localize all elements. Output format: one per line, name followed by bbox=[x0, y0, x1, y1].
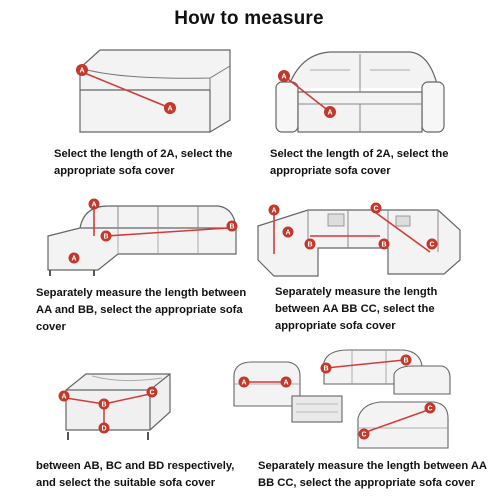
caption-loveseat: Select the length of 2A, select the appr… bbox=[270, 146, 448, 180]
marker-c-top: C bbox=[370, 202, 382, 214]
ottoman-illustration bbox=[65, 373, 171, 440]
caption-line: Separately measure the length between AA bbox=[258, 460, 487, 472]
marker-b-label: B bbox=[101, 402, 106, 409]
marker-b-right: B bbox=[226, 220, 238, 232]
marker-a-top-label: A bbox=[281, 74, 286, 81]
caption-line: between AA BB CC, select the bbox=[275, 303, 435, 315]
caption-ottoman: between AB, BC and BD respectively, and … bbox=[36, 458, 234, 492]
marker-c-bottom-label: C bbox=[429, 242, 434, 249]
caption-line: between AB, BC and BD respectively, bbox=[36, 460, 235, 472]
marker-c-bottom: C bbox=[426, 238, 438, 250]
caption-line: appropriate sofa cover bbox=[275, 320, 396, 332]
marker-a-label: A bbox=[61, 394, 66, 401]
marker-a-right: A bbox=[164, 102, 176, 114]
marker-c-label: C bbox=[149, 390, 154, 397]
marker-c: C bbox=[146, 386, 158, 398]
caption-line: BB CC, select the appropriate sofa cover bbox=[258, 477, 475, 489]
marker-a-bottom: A bbox=[282, 226, 294, 238]
caption-line: AA and BB, select the appropriate sofa bbox=[36, 304, 243, 316]
marker-a-right-label: A bbox=[167, 106, 172, 113]
marker-a-left: A bbox=[238, 376, 250, 388]
caption-line: Separately measure the length bbox=[275, 286, 438, 298]
caption-line: appropriate sofa cover bbox=[270, 165, 391, 177]
marker-c-top-label: C bbox=[373, 206, 378, 213]
marker-b: B bbox=[98, 398, 110, 410]
marker-b-right-label: B bbox=[229, 224, 234, 231]
marker-a-bottom: A bbox=[68, 252, 80, 264]
marker-a-left-label: A bbox=[79, 68, 84, 75]
marker-a-right: A bbox=[280, 376, 292, 388]
marker-d-label: D bbox=[101, 426, 106, 433]
marker-b-right-label: B bbox=[381, 242, 386, 249]
u-sectional-illustration bbox=[257, 209, 461, 277]
caption-line: Select the length of 2A, select the bbox=[270, 148, 449, 160]
marker-a-top: A bbox=[88, 198, 100, 210]
page-title: How to measure bbox=[174, 8, 324, 29]
ottoman-diagram: A B C D bbox=[52, 360, 192, 445]
loveseat-seat-illustration bbox=[79, 49, 231, 133]
marker-b-right: B bbox=[400, 354, 412, 366]
living-room-set-illustration bbox=[233, 349, 451, 449]
caption-chaise-sectional: Separately measure the length between AA… bbox=[36, 285, 246, 336]
caption-line: Select the length of 2A, select the bbox=[54, 148, 233, 160]
marker-a-right-label: A bbox=[283, 380, 288, 387]
caption-line: cover bbox=[36, 321, 66, 333]
loveseat-diagram: A A bbox=[270, 40, 450, 140]
marker-b-right: B bbox=[378, 238, 390, 250]
caption-loveseat-seat: Select the length of 2A, select the appr… bbox=[54, 146, 232, 180]
marker-c-bottom-label: C bbox=[361, 432, 366, 439]
marker-b-left: B bbox=[320, 362, 332, 374]
marker-b-left-label: B bbox=[103, 234, 108, 241]
marker-a: A bbox=[58, 390, 70, 402]
caption-u-sectional: Separately measure the length between AA… bbox=[275, 284, 437, 335]
marker-a-top: A bbox=[268, 204, 280, 216]
marker-a-bottom-label: A bbox=[327, 110, 332, 117]
marker-b-right-label: B bbox=[403, 358, 408, 365]
marker-b-left-label: B bbox=[323, 366, 328, 373]
u-sectional-diagram: A A B B C C bbox=[248, 196, 468, 286]
marker-a-bottom: A bbox=[324, 106, 336, 118]
caption-line: and select the suitable sofa cover bbox=[36, 477, 216, 489]
marker-a-bottom-label: A bbox=[285, 230, 290, 237]
marker-c-bottom: C bbox=[358, 428, 370, 440]
caption-line: Separately measure the length between bbox=[36, 287, 247, 299]
marker-c-top-label: C bbox=[427, 406, 432, 413]
loveseat-illustration bbox=[275, 51, 445, 133]
marker-a-top-label: A bbox=[91, 202, 96, 209]
loveseat-seat-diagram: A A bbox=[60, 40, 235, 140]
marker-b-left-label: B bbox=[307, 242, 312, 249]
marker-d: D bbox=[98, 422, 110, 434]
living-room-set-diagram: A A B B C C bbox=[228, 344, 453, 452]
marker-a-left-label: A bbox=[241, 380, 246, 387]
marker-b-left: B bbox=[100, 230, 112, 242]
marker-a-top-label: A bbox=[271, 208, 276, 215]
caption-living-room-set: Separately measure the length between AA… bbox=[258, 458, 487, 492]
marker-a-bottom-label: A bbox=[71, 256, 76, 263]
caption-line: appropriate sofa cover bbox=[54, 165, 175, 177]
marker-b-left: B bbox=[304, 238, 316, 250]
marker-a-left: A bbox=[76, 64, 88, 76]
marker-c-top: C bbox=[424, 402, 436, 414]
chaise-sectional-diagram: A A B B bbox=[28, 192, 243, 282]
marker-a-top: A bbox=[278, 70, 290, 82]
